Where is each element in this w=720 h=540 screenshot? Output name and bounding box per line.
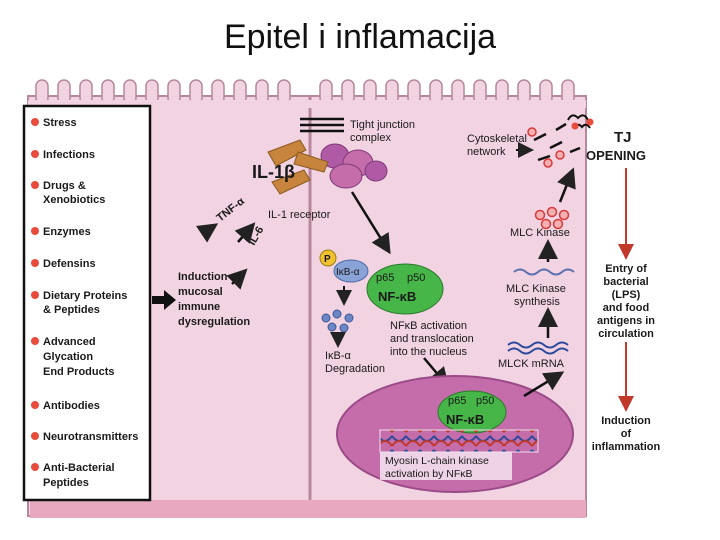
- bullet-icon: [31, 150, 39, 158]
- nfkb-activation-label: and translocation: [390, 333, 474, 345]
- phosphate-label: P: [324, 254, 331, 265]
- entry-label: circulation: [598, 328, 654, 340]
- ikba-degradation-label: IκB-α: [325, 350, 352, 362]
- ikba-label: IκB-α: [336, 267, 360, 278]
- entry-label: antigens in: [597, 315, 655, 327]
- factor-item: & Peptides: [43, 304, 100, 316]
- factor-item: Dietary Proteins: [43, 290, 127, 302]
- mlc-kinase-label: MLC Kinase: [510, 227, 570, 239]
- nfkb-activation-label: NFκB activation: [390, 320, 467, 332]
- tight-junction-label: complex: [350, 132, 391, 144]
- factor-list: Stress Infections Drugs & Xenobiotics En…: [31, 117, 138, 489]
- degradation-dots-icon: [321, 309, 354, 333]
- induction-label: immune: [178, 301, 220, 313]
- entry-label: (LPS): [612, 289, 641, 301]
- factor-item: Antibodies: [43, 400, 100, 412]
- entry-label: and food: [603, 302, 649, 314]
- mlc-synthesis-label: MLC Kinase: [506, 283, 566, 295]
- il1-receptor-icon: [320, 143, 388, 189]
- tight-junction-icon: [300, 117, 344, 133]
- ikba-icon: [333, 259, 369, 283]
- factor-item: Xenobiotics: [43, 194, 105, 206]
- inflammation-label: inflammation: [592, 441, 661, 453]
- protein-chain-icon: [513, 268, 575, 276]
- bullet-icon: [31, 227, 39, 235]
- cytoskeleton-label: network: [467, 146, 506, 158]
- bullet-icon: [31, 337, 39, 345]
- bullet-icon: [31, 181, 39, 189]
- factor-item: Anti-Bacterial: [43, 462, 115, 474]
- mlc-kinase-dots-icon: [534, 206, 570, 230]
- bullet-icon: [31, 463, 39, 471]
- factor-list-box: [22, 104, 152, 502]
- cytoskeleton-icon: [533, 122, 581, 162]
- tj-opening-icon: [567, 114, 594, 130]
- factor-item: Defensins: [43, 258, 96, 270]
- p65-label: p65: [376, 272, 394, 284]
- induction-label: dysregulation: [178, 316, 250, 328]
- il1b-label: IL-1β: [252, 162, 295, 182]
- tight-junction-label: Tight junction: [350, 119, 415, 131]
- page-title: Epitel i inflamacija: [223, 18, 497, 56]
- p50-label: p50: [476, 395, 494, 407]
- induction-label: Induction of: [178, 271, 241, 283]
- induction-label: mucosal: [178, 286, 223, 298]
- factor-item: Stress: [43, 117, 77, 129]
- mrna-icon: [507, 341, 569, 349]
- factor-item: Drugs &: [43, 180, 86, 192]
- factor-item: Enzymes: [43, 226, 91, 238]
- bullet-icon: [31, 118, 39, 126]
- entry-label: bacterial: [603, 276, 648, 288]
- ikba-degradation-label: Degradation: [325, 363, 385, 375]
- p65-label: p65: [448, 395, 466, 407]
- nfkb-cytoplasm-icon: [366, 263, 444, 315]
- p50-label: p50: [407, 272, 425, 284]
- factor-item: Neurotransmitters: [43, 431, 138, 443]
- myosin-label: Myosin L-chain kinase: [385, 455, 489, 467]
- phosphate-icon: [319, 249, 337, 267]
- tj-label: TJ: [614, 129, 632, 146]
- nfkb-label: NF-κB: [446, 412, 484, 427]
- cytoskeleton-label: Cytoskeletal: [467, 133, 527, 145]
- entry-label: Entry of: [605, 263, 647, 275]
- bullet-icon: [31, 432, 39, 440]
- input-arrow-icon: [152, 290, 176, 310]
- opening-label: OPENING: [586, 148, 646, 163]
- factor-item: Glycation: [43, 351, 93, 363]
- factor-item: Peptides: [43, 477, 89, 489]
- inflammation-label: of: [621, 428, 632, 440]
- bullet-icon: [31, 291, 39, 299]
- mlc-synthesis-label: synthesis: [514, 296, 560, 308]
- il1-receptor-label: IL-1 receptor: [268, 209, 331, 221]
- myosin-label: activation by NFκB: [385, 468, 473, 480]
- dna-icon: [379, 429, 539, 453]
- factor-item: Advanced: [43, 336, 96, 348]
- cytokine-icon: [267, 139, 329, 195]
- nfkb-activation-label: into the nucleus: [390, 346, 468, 358]
- nfkb-label: NF-κB: [378, 289, 416, 304]
- factor-item: End Products: [43, 366, 115, 378]
- inflammation-label: Induction: [601, 415, 651, 427]
- factor-item: Infections: [43, 149, 95, 161]
- mlck-mrna-label: MLCK mRNA: [498, 358, 565, 370]
- bullet-icon: [31, 401, 39, 409]
- bullet-icon: [31, 259, 39, 267]
